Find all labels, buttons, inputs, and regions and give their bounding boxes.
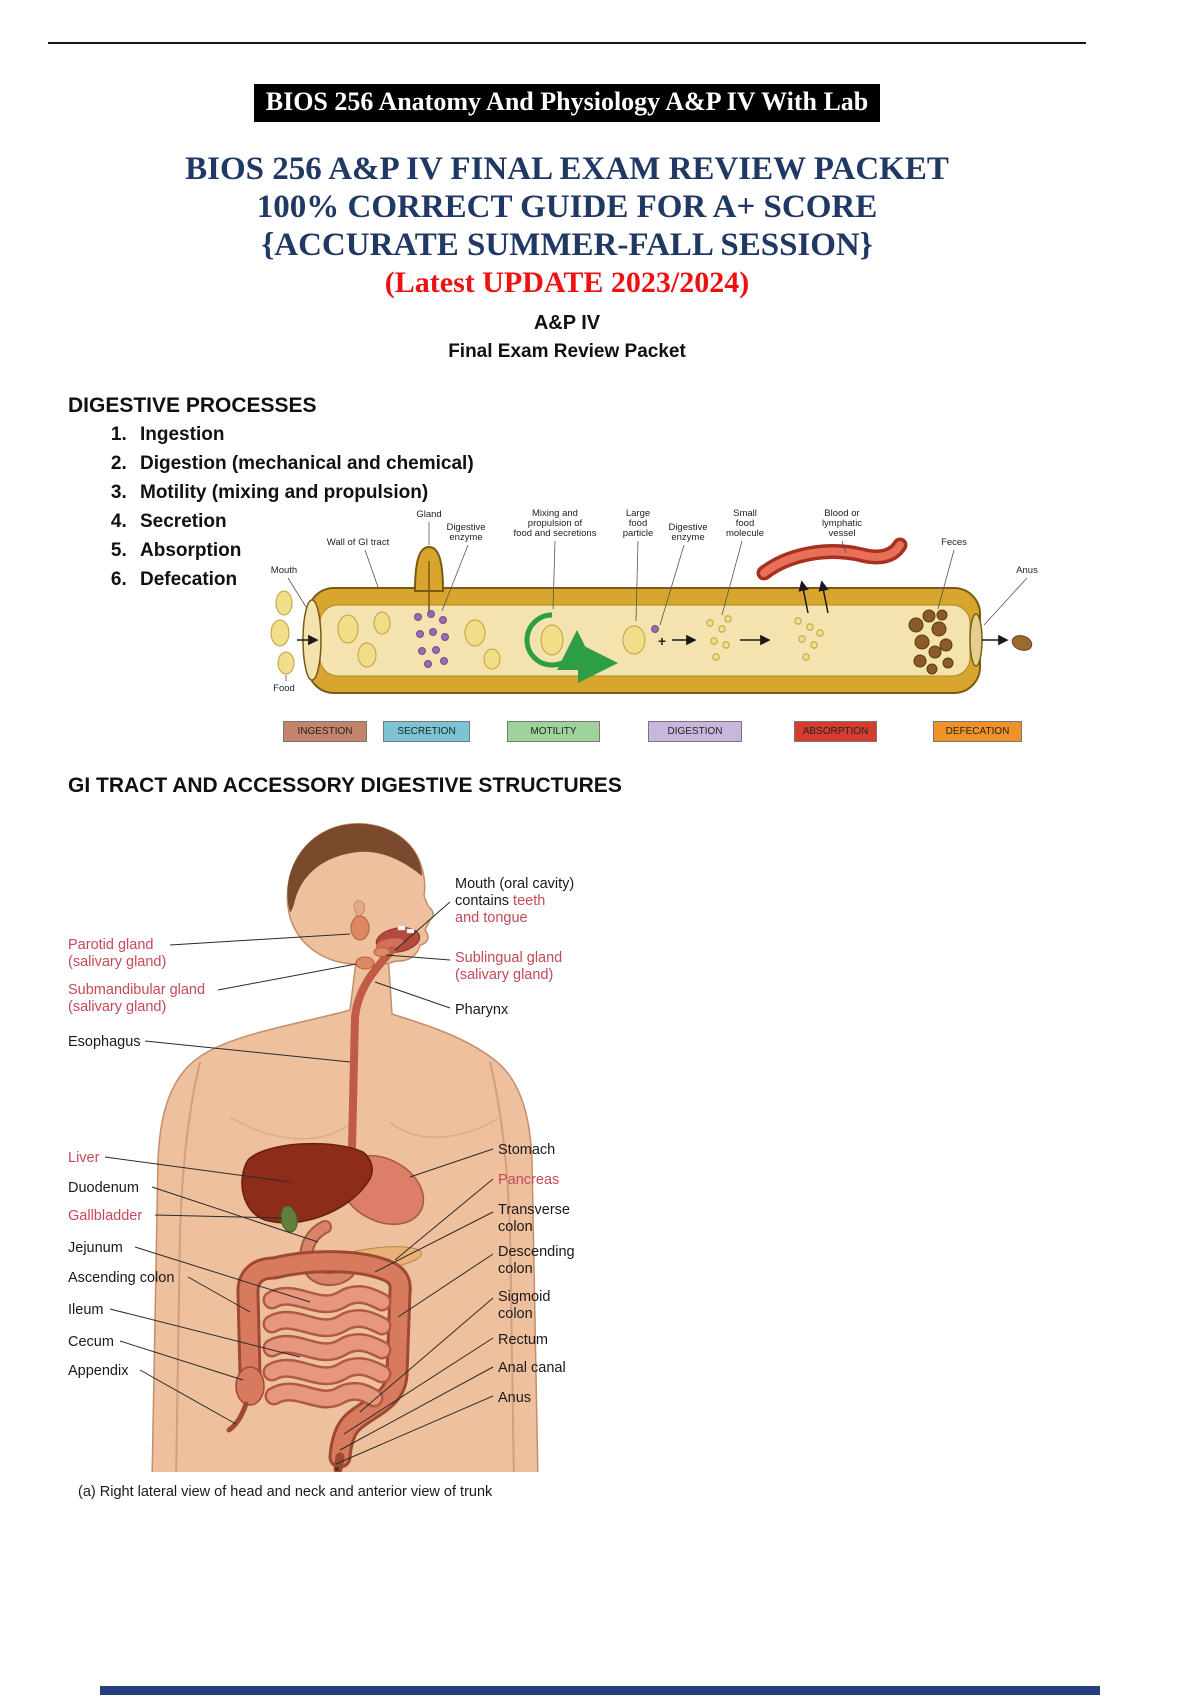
- svg-text:food and secretions: food and secretions: [514, 528, 597, 539]
- plus-sign: +: [658, 633, 666, 649]
- label-jejunum: Jejunum: [68, 1240, 123, 1256]
- label-duodenum: Duodenum: [68, 1180, 139, 1196]
- svg-text:food: food: [629, 518, 648, 529]
- title-line-2: 100% CORRECT GUIDE FOR A+ SCORE: [256, 189, 878, 225]
- digestive-processes-heading: DIGESTIVE PROCESSES: [68, 394, 317, 417]
- label-rectum: Rectum: [498, 1332, 548, 1348]
- submandibular-gland: [355, 956, 375, 970]
- label-mouth-diagram: Mouth: [271, 565, 297, 576]
- figure-caption: (a) Right lateral view of head and neck …: [78, 1484, 493, 1500]
- label-esophagus: Esophagus: [68, 1034, 141, 1050]
- label-appendix: Appendix: [68, 1363, 129, 1379]
- label-stomach: Stomach: [498, 1142, 556, 1158]
- label-digestive-enzyme-1: Digestive: [446, 522, 485, 533]
- parotid-gland: [350, 915, 370, 941]
- gi-tract-heading: GI TRACT AND ACCESSORY DIGESTIVE STRUCTU…: [68, 774, 622, 797]
- svg-text:propulsion of: propulsion of: [528, 518, 583, 529]
- process-list-item: Secretion: [132, 511, 474, 533]
- liver: [241, 1142, 373, 1224]
- sublingual-gland: [373, 947, 391, 957]
- process-box-motility: MOTILITY: [507, 721, 600, 742]
- label-ascending-colon: Ascending colon: [68, 1270, 175, 1286]
- tube-contents: +: [270, 537, 1033, 683]
- duodenum: [299, 1220, 355, 1286]
- banner-row: BIOS 256 Anatomy And Physiology A&P IV W…: [48, 84, 1086, 122]
- subtitle-course: A&P IV: [533, 312, 601, 334]
- subtitle-packet: Final Exam Review Packet: [448, 341, 686, 362]
- process-box-defecation: DEFECATION: [933, 721, 1022, 742]
- small-intestine: [262, 1285, 392, 1409]
- label-anus: Anus: [498, 1390, 532, 1406]
- gallbladder: [280, 1205, 298, 1233]
- svg-text:vessel: vessel: [829, 528, 856, 539]
- title-line-3: {ACCURATE SUMMER-FALL SESSION}: [261, 227, 873, 263]
- label-liver: Liver: [68, 1150, 100, 1166]
- label-submandibular-gland: Submandibular gland(salivary gland): [68, 982, 206, 1015]
- diagram-leader-lines: [285, 522, 1028, 681]
- svg-text:enzyme: enzyme: [449, 532, 482, 543]
- update-line: (Latest UPDATE 2023/2024): [384, 266, 750, 299]
- process-box-secretion: SECRETION: [383, 721, 470, 742]
- figure-leader-lines: [104, 901, 494, 1465]
- label-feces: Feces: [941, 537, 967, 548]
- gi-tract-figure: Parotid gland(salivary gland) Submandibu…: [60, 812, 760, 1472]
- main-title: BIOS 256 A&P IV FINAL EXAM REVIEW PACKET…: [48, 150, 1086, 302]
- title-line-1: BIOS 256 A&P IV FINAL EXAM REVIEW PACKET: [185, 151, 949, 187]
- process-box-digestion: DIGESTION: [648, 721, 742, 742]
- gi-figure-art: [104, 823, 539, 1472]
- label-mouth-oral-cavity: Mouth (oral cavity) contains teeth and t…: [455, 876, 575, 926]
- process-box-ingestion: INGESTION: [283, 721, 367, 742]
- oral-cavity: [375, 925, 421, 953]
- label-blood-or-lymphatic-vessel: Blood or: [824, 508, 859, 519]
- label-pharynx: Pharynx: [455, 1002, 509, 1018]
- label-cecum: Cecum: [68, 1334, 114, 1350]
- process-box-absorption: ABSORPTION: [794, 721, 877, 742]
- subtitle-block: A&P IV Final Exam Review Packet: [48, 312, 1086, 363]
- diagram-labels: Gland Wall of GI tract Digestive enzyme …: [271, 508, 1038, 694]
- label-large-food-particle: Large: [626, 508, 650, 519]
- gi-tube: [302, 545, 983, 694]
- esophagus: [348, 946, 396, 1151]
- label-anal-canal: Anal canal: [498, 1360, 566, 1376]
- label-digestive-enzyme-2: Digestive: [668, 522, 707, 533]
- top-rule: [48, 42, 1086, 44]
- svg-text:molecule: molecule: [726, 528, 764, 539]
- label-food: Food: [273, 683, 295, 694]
- label-anus-diagram: Anus: [1016, 565, 1038, 576]
- label-wall-of-gi-tract: Wall of GI tract: [327, 537, 390, 548]
- label-parotid-gland: Parotid gland(salivary gland): [68, 937, 167, 970]
- label-pancreas: Pancreas: [498, 1172, 560, 1188]
- svg-text:lymphatic: lymphatic: [822, 518, 862, 529]
- process-diagram-art: +: [270, 508, 1038, 694]
- svg-text:particle: particle: [623, 528, 654, 539]
- bottom-bar: [100, 1686, 1100, 1695]
- digestive-process-diagram: +: [270, 503, 1065, 753]
- svg-text:enzyme: enzyme: [671, 532, 704, 543]
- course-banner: BIOS 256 Anatomy And Physiology A&P IV W…: [253, 84, 881, 122]
- process-list-item: Absorption: [132, 540, 474, 562]
- large-intestine: [226, 1250, 412, 1469]
- process-list-item: Digestion (mechanical and chemical): [132, 453, 474, 475]
- process-list-item: Defecation: [132, 569, 474, 591]
- digestive-process-list: Ingestion Digestion (mechanical and chem…: [104, 424, 474, 598]
- label-mixing: Mixing and: [532, 508, 578, 519]
- process-list-item: Motility (mixing and propulsion): [132, 482, 474, 504]
- label-gland: Gland: [416, 509, 441, 520]
- label-sublingual-gland: Sublingual gland(salivary gland): [455, 950, 563, 983]
- label-small-food-molecule: Small: [733, 508, 757, 519]
- label-gallbladder: Gallbladder: [68, 1208, 143, 1224]
- svg-text:food: food: [736, 518, 755, 529]
- process-list-item: Ingestion: [132, 424, 474, 446]
- rectum-anal-canal: [333, 1452, 345, 1472]
- label-ileum: Ileum: [68, 1302, 104, 1318]
